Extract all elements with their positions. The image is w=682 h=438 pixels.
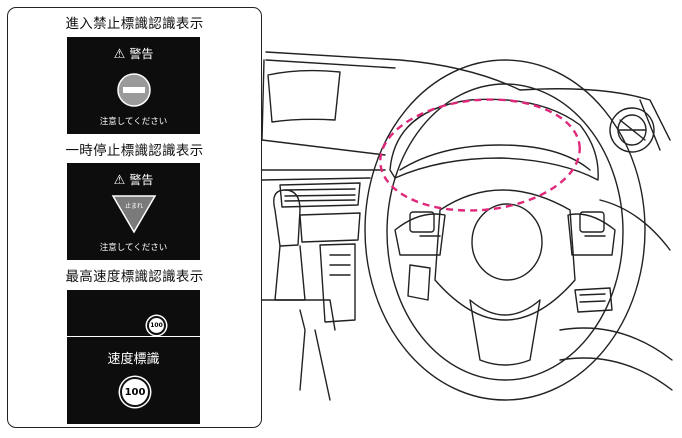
- stop-sign-text: 止まれ: [124, 203, 143, 210]
- divider: [67, 336, 200, 337]
- stop-sign-panel: ⚠警告 止まれ 注意してください: [67, 163, 200, 260]
- speed-sign-label: 速度標識: [107, 352, 160, 367]
- speed-limit-title: 最高速度標識認識表示: [65, 269, 204, 285]
- speed-limit-small-badge: 100: [147, 316, 166, 335]
- display-callout: 進入禁止標識認識表示 ⚠警告 注意してください 一時停止標識認識表示 ⚠警告 止…: [7, 7, 262, 428]
- steering-hub: [434, 189, 576, 321]
- warning-label: 警告: [129, 47, 154, 61]
- cluster-highlight: [379, 98, 581, 212]
- no-entry-panel: ⚠警告 注意してください: [67, 37, 200, 134]
- speed-limit-icon: 100: [120, 377, 150, 407]
- instrument-cluster: [389, 98, 599, 181]
- warning-icon: ⚠: [113, 47, 126, 62]
- speed-limit-panel: 100 速度標識 100: [67, 290, 200, 424]
- stop-triangle-icon: [111, 195, 157, 234]
- center-vent: [279, 182, 361, 208]
- warning-icon: ⚠: [113, 173, 126, 188]
- caution-note: 注意してください: [99, 243, 168, 253]
- warning-label: 警告: [129, 173, 154, 187]
- no-entry-title: 進入禁止標識認識表示: [65, 16, 204, 32]
- leader-line: [261, 139, 386, 156]
- steering-wheel-rim: [364, 59, 646, 401]
- right-vent: [609, 107, 655, 153]
- no-entry-icon: [117, 73, 151, 107]
- center-display: [267, 69, 341, 123]
- caution-note: 注意してください: [99, 117, 168, 127]
- stop-sign-title: 一時停止標識認識表示: [65, 143, 204, 159]
- gear-shifter: [273, 189, 301, 247]
